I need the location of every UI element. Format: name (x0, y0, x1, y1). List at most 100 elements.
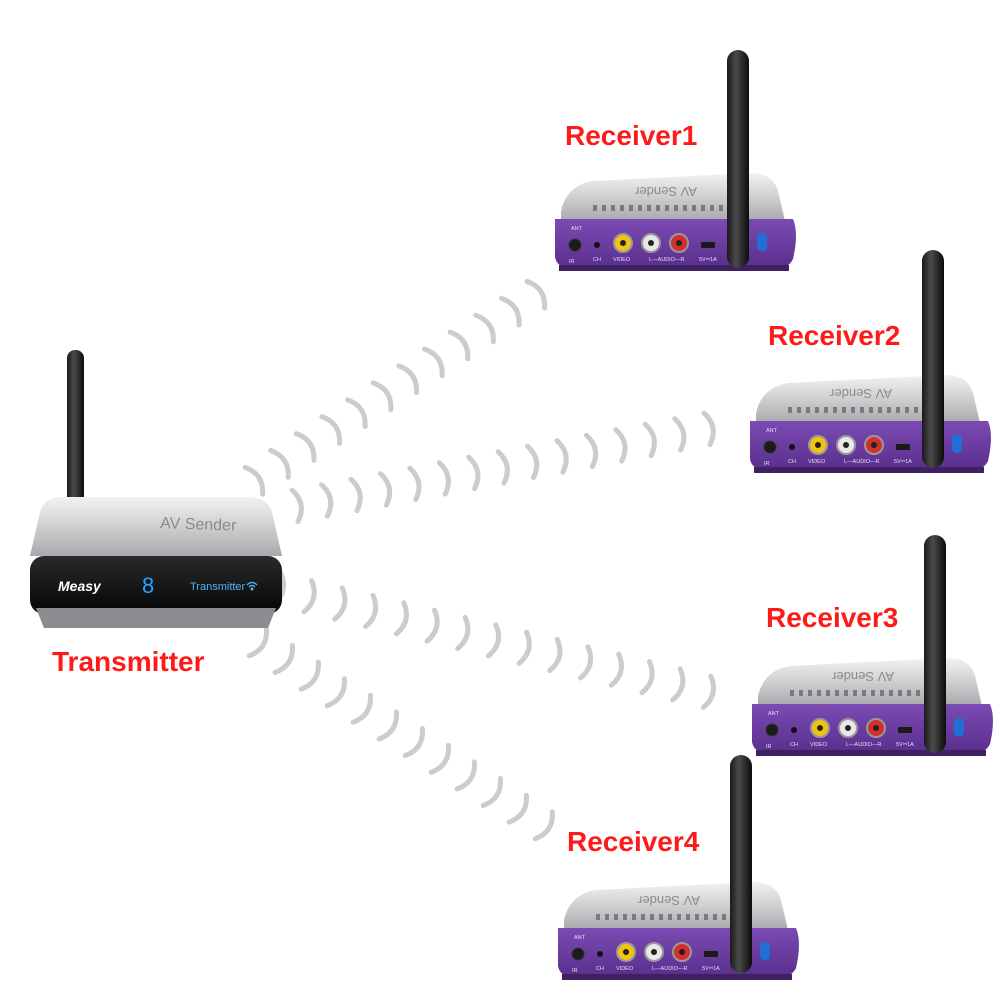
waves-to-receiver4 (246, 626, 555, 842)
vent-slot (842, 407, 846, 413)
receiver-top-text: AV Sender (637, 893, 700, 908)
receiver4-label: Receiver4 (567, 826, 700, 857)
vent-slot (844, 690, 848, 696)
wave-arc (525, 443, 540, 481)
wave-arc (613, 427, 628, 464)
vent-slot (665, 205, 669, 211)
wave-arc (495, 449, 510, 486)
ch-button (597, 951, 603, 957)
wave-arc (363, 592, 379, 629)
wave-arc (547, 636, 563, 674)
power-port (701, 242, 715, 248)
wave-arc (370, 380, 394, 413)
wave-arc (436, 460, 451, 497)
jack-center (871, 442, 877, 448)
audio-text: L—AUDIO—R (844, 459, 879, 465)
wave-arc (583, 432, 599, 470)
receiver-base (756, 750, 986, 756)
receiver-base (559, 265, 789, 271)
waves-to-receiver3 (270, 570, 717, 710)
power-text: 5V⎓1A (894, 459, 912, 465)
wave-arc (350, 692, 373, 725)
ant-jack (763, 440, 777, 454)
wave-arc (608, 651, 624, 688)
signal-waves (242, 278, 717, 842)
wave-arc (319, 482, 334, 519)
transmitter-brand: Measy (58, 578, 102, 594)
waves-to-receiver1 (242, 278, 548, 497)
transmitter-top (30, 497, 282, 556)
vent-slot (602, 205, 606, 211)
video-text: VIDEO (808, 459, 826, 465)
jack-center (651, 949, 657, 955)
wave-arc (332, 585, 348, 622)
receiver-antenna (727, 50, 749, 268)
jack-center (843, 442, 849, 448)
jack-center (817, 725, 823, 731)
wave-arc (324, 676, 347, 709)
vent-slot (593, 205, 597, 211)
wave-arc (466, 454, 481, 492)
receiver-antenna (922, 250, 944, 468)
wave-arc (455, 614, 471, 651)
vent-slot (851, 407, 855, 413)
power-text: 5V⎓1A (699, 257, 717, 263)
wave-arc (402, 726, 425, 759)
wave-arc (242, 464, 266, 497)
receiver-base (754, 467, 984, 473)
vent-slot (677, 914, 681, 920)
vent-slot (878, 407, 882, 413)
wave-arc (672, 416, 687, 453)
vent-slot (826, 690, 830, 696)
wave-arc (301, 578, 317, 615)
transmitter-device: AV Sender Measy 8 Transmitter (30, 350, 282, 628)
transmitter-display: 8 (142, 573, 154, 598)
wave-arc (428, 742, 451, 775)
wave-arc (319, 414, 343, 446)
jack-center (648, 240, 654, 246)
wave-arc (701, 410, 716, 448)
power-text: 5V⎓1A (702, 966, 720, 972)
waves-to-receiver2 (289, 410, 716, 525)
power-port (898, 727, 912, 733)
ant-jack (571, 947, 585, 961)
vent-slot (835, 690, 839, 696)
wave-arc (642, 421, 657, 459)
vent-slot (817, 690, 821, 696)
vent-slot (692, 205, 696, 211)
audio-text: L—AUDIO—R (652, 966, 687, 972)
ch-text: CH (788, 459, 796, 465)
jack-center (873, 725, 879, 731)
vent-slot (824, 407, 828, 413)
wave-arc (268, 447, 291, 480)
status-led (757, 233, 767, 251)
jack-center (679, 949, 685, 955)
receiver3-label: Receiver3 (766, 602, 899, 633)
receiver-antenna (730, 755, 752, 973)
ir-text: IR (766, 744, 772, 750)
power-port (704, 951, 718, 957)
transmitter-antenna (67, 350, 84, 510)
wave-arc (246, 626, 269, 659)
wave-arc (298, 659, 321, 692)
wave-arc (506, 792, 529, 825)
vent-slot (806, 407, 810, 413)
wave-arc (498, 295, 522, 328)
wave-arc (700, 673, 717, 710)
wave-arc (393, 600, 409, 637)
vent-slot (719, 205, 723, 211)
wave-arc (516, 629, 532, 666)
video-text: VIDEO (616, 966, 634, 972)
wave-arc (345, 397, 368, 430)
transmitter-base (36, 608, 276, 628)
jack-center (815, 442, 821, 448)
vent-slot (623, 914, 627, 920)
vent-slot (833, 407, 837, 413)
vent-slot (853, 690, 857, 696)
vent-slot (869, 407, 873, 413)
vent-slot (808, 690, 812, 696)
receiver-top-text: AV Sender (829, 386, 892, 401)
